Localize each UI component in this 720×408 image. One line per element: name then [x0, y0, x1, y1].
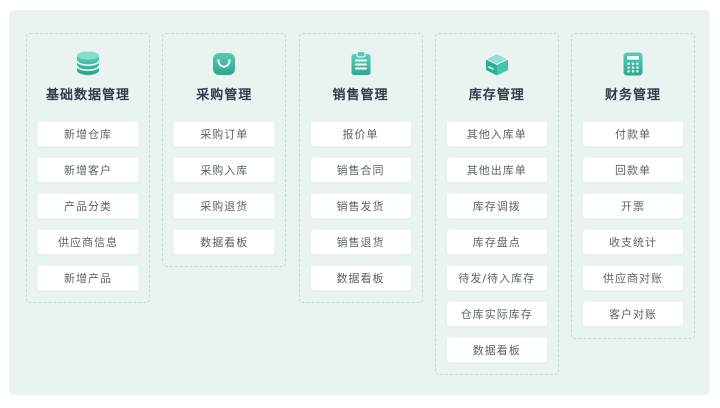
module-item[interactable]: 数据看板: [446, 338, 547, 362]
module-item[interactable]: 客户对账: [583, 302, 683, 326]
module-item[interactable]: 待发/待入库存: [446, 266, 547, 290]
module-title: 财务管理: [604, 88, 661, 103]
module-item[interactable]: 其他入库单: [446, 122, 547, 146]
module-item-list: 采购订单采购入库采购退货数据看板: [174, 122, 275, 254]
module-item[interactable]: 报价单: [310, 122, 411, 146]
module-item[interactable]: 付款单: [583, 122, 683, 146]
module-item[interactable]: 其他出库单: [446, 158, 547, 182]
module-item[interactable]: 销售退货: [310, 230, 411, 254]
module-basic-data: 基础数据管理 新增仓库新增客户产品分类供应商信息新增产品: [26, 33, 150, 303]
module-item[interactable]: 新增仓库: [38, 122, 138, 146]
module-item[interactable]: 供应商对账: [583, 266, 683, 290]
module-item-list: 新增仓库新增客户产品分类供应商信息新增产品: [38, 122, 138, 290]
module-item[interactable]: 开票: [583, 194, 683, 218]
module-columns: 基础数据管理 新增仓库新增客户产品分类供应商信息新增产品 采购管理: [26, 33, 695, 375]
module-title: 库存管理: [468, 88, 525, 103]
module-finance: 财务管理 付款单回款单开票收支统计供应商对账客户对账: [571, 33, 695, 339]
module-item[interactable]: 仓库实际库存: [446, 302, 547, 326]
calculator-icon: [617, 48, 649, 80]
module-item[interactable]: 新增客户: [38, 158, 138, 182]
module-title: 采购管理: [196, 88, 253, 103]
module-item[interactable]: 数据看板: [310, 266, 411, 290]
module-title: 销售管理: [332, 88, 389, 103]
module-item-list: 报价单销售合同销售发货销售退货数据看板: [310, 122, 411, 290]
module-sales: 销售管理 报价单销售合同销售发货销售退货数据看板: [298, 33, 423, 303]
module-item[interactable]: 库存盘点: [446, 230, 547, 254]
database-icon: [72, 48, 104, 80]
module-item[interactable]: 销售发货: [310, 194, 411, 218]
clipboard-icon: [345, 48, 377, 80]
module-item[interactable]: 销售合同: [310, 158, 411, 182]
module-item[interactable]: 供应商信息: [38, 230, 138, 254]
shopping-bag-icon: [208, 48, 240, 80]
module-purchase: 采购管理 采购订单采购入库采购退货数据看板: [162, 33, 287, 267]
module-item[interactable]: 库存调拨: [446, 194, 547, 218]
module-title: 基础数据管理: [45, 88, 130, 103]
cube-icon: [481, 48, 513, 80]
module-item[interactable]: 收支统计: [583, 230, 683, 254]
module-item[interactable]: 采购退货: [174, 194, 275, 218]
module-item[interactable]: 采购订单: [174, 122, 275, 146]
module-inventory: 库存管理 其他入库单其他出库单库存调拨库存盘点待发/待入库存仓库实际库存数据看板: [434, 33, 559, 375]
module-item[interactable]: 产品分类: [38, 194, 138, 218]
module-item[interactable]: 采购入库: [174, 158, 275, 182]
module-item-list: 其他入库单其他出库单库存调拨库存盘点待发/待入库存仓库实际库存数据看板: [446, 122, 547, 362]
module-item[interactable]: 新增产品: [38, 266, 138, 290]
module-item-list: 付款单回款单开票收支统计供应商对账客户对账: [583, 122, 683, 326]
module-item[interactable]: 回款单: [583, 158, 683, 182]
module-item[interactable]: 数据看板: [174, 230, 275, 254]
